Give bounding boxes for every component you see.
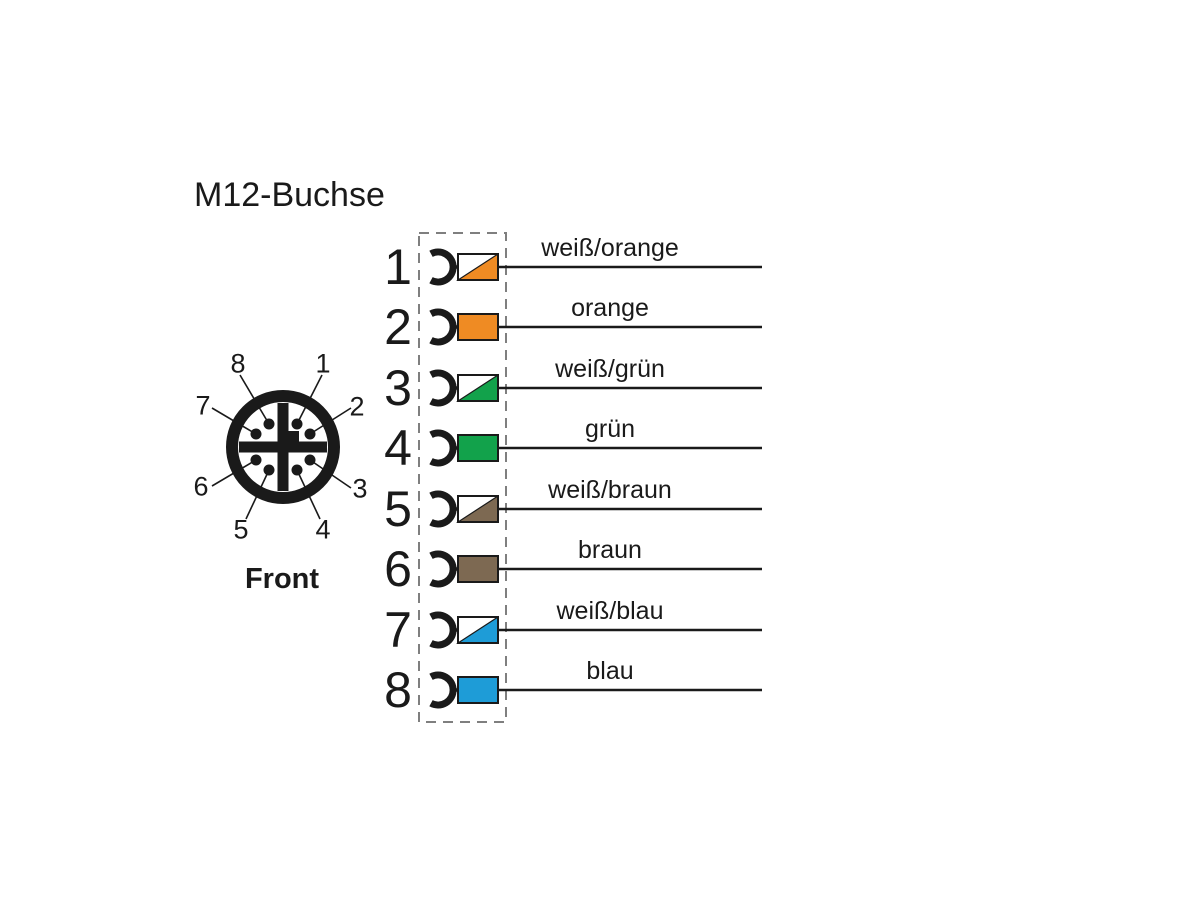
row-pin-number-8: 8 [384,662,412,718]
socket-contact-icon [429,248,457,286]
connector-cross-horizontal-bar [239,441,327,453]
wire-color-label-6: braun [578,536,642,564]
wire-color-label-7: weiß/blau [556,597,664,625]
wire-row-1 [429,248,762,286]
wire-row-6 [429,550,762,588]
connector-keying-notch [288,431,299,442]
pin-6-dot [250,454,262,466]
front-view-label: Front [244,563,320,595]
connector-ring [226,390,340,504]
wire-row-8 [429,671,762,709]
socket-contact-icon [429,490,457,528]
socket-contact-icon [429,308,457,346]
connector-pin-label-3: 3 [352,473,368,504]
connector-pin-label-2: 2 [349,391,365,422]
wire-row-5 [429,490,762,528]
connector-pin-label-7: 7 [195,390,211,421]
pin-2-dot [304,428,316,440]
wire-color-label-2: orange [571,294,649,322]
row-pin-number-4: 4 [384,420,412,476]
pin-7-dot [250,428,262,440]
socket-contact-icon [429,611,457,649]
wire-swatch [457,555,499,583]
row-pin-number-1: 1 [384,239,412,295]
wire-color-label-1: weiß/orange [541,234,679,262]
pin-5-dot [263,464,275,476]
connector-pin-label-6: 6 [193,471,209,502]
socket-contact-icon [429,671,457,709]
connector-pin-label-5: 5 [233,514,249,545]
wire-row-7 [429,611,762,649]
row-pin-number-7: 7 [384,602,412,658]
wire-color-label-5: weiß/braun [548,476,672,504]
connector-pins [250,418,316,476]
page-title: M12-Buchse [194,176,385,214]
wire-color-label-8: blau [586,657,634,685]
connector-face [211,374,352,520]
socket-contact-icon [429,369,457,407]
wire-row-2 [429,308,762,346]
socket-contact-icon [429,429,457,467]
connector-pin-label-8: 8 [230,348,246,379]
row-pin-number-6: 6 [384,541,412,597]
connector-housing-dashed-box [418,232,507,723]
connector-pin-label-4: 4 [315,514,331,545]
pin-8-dot [263,418,275,430]
wire-row-4 [429,429,762,467]
row-pin-number-5: 5 [384,481,412,537]
row-pin-number-2: 2 [384,299,412,355]
row-pin-number-3: 3 [384,360,412,416]
wire-color-label-4: grün [584,415,636,443]
wire-row-3 [429,369,762,407]
pin-3-dot [304,454,316,466]
wire-color-label-3: weiß/grün [555,355,665,383]
connector-pin-label-1: 1 [315,348,331,379]
pin-4-dot [291,464,303,476]
socket-contact-icon [429,550,457,588]
pin-1-dot [291,418,303,430]
